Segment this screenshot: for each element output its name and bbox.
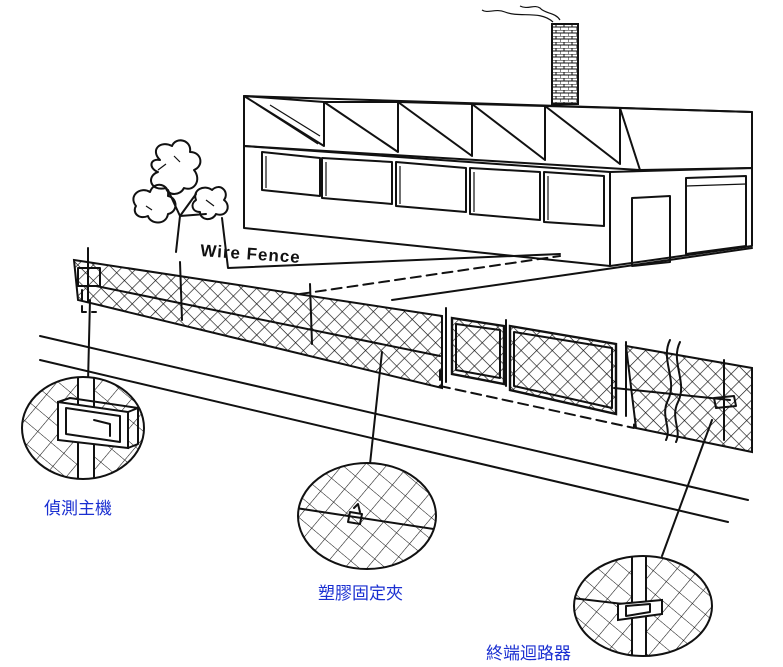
terminal-device [713, 395, 737, 409]
factory-windows [261, 151, 605, 227]
fence-gate [450, 316, 618, 416]
callout-detector-host: 偵測主機 [21, 376, 145, 519]
side-door [631, 195, 671, 267]
road [39, 335, 749, 523]
callout-plastic-clip: 塑膠固定夾 [297, 462, 437, 604]
callout-terminal-loop: 終端迴路器 [486, 555, 713, 664]
callout-leaders [87, 299, 713, 557]
tree [132, 139, 229, 253]
factory-building [243, 5, 753, 267]
garage-door [685, 175, 747, 255]
yard-boundary [221, 217, 753, 301]
wire-fence [72, 247, 753, 454]
terminal-loop-label: 終端迴路器 [486, 644, 571, 664]
plastic-clip-label: 塑膠固定夾 [318, 584, 403, 604]
building-facade [243, 145, 753, 267]
wire-fence-label: Wire Fence [200, 241, 302, 267]
detector-host-box [77, 267, 101, 287]
fence-posts [87, 247, 725, 441]
chimney [481, 5, 579, 105]
detector-host-label: 偵測主機 [44, 499, 112, 519]
